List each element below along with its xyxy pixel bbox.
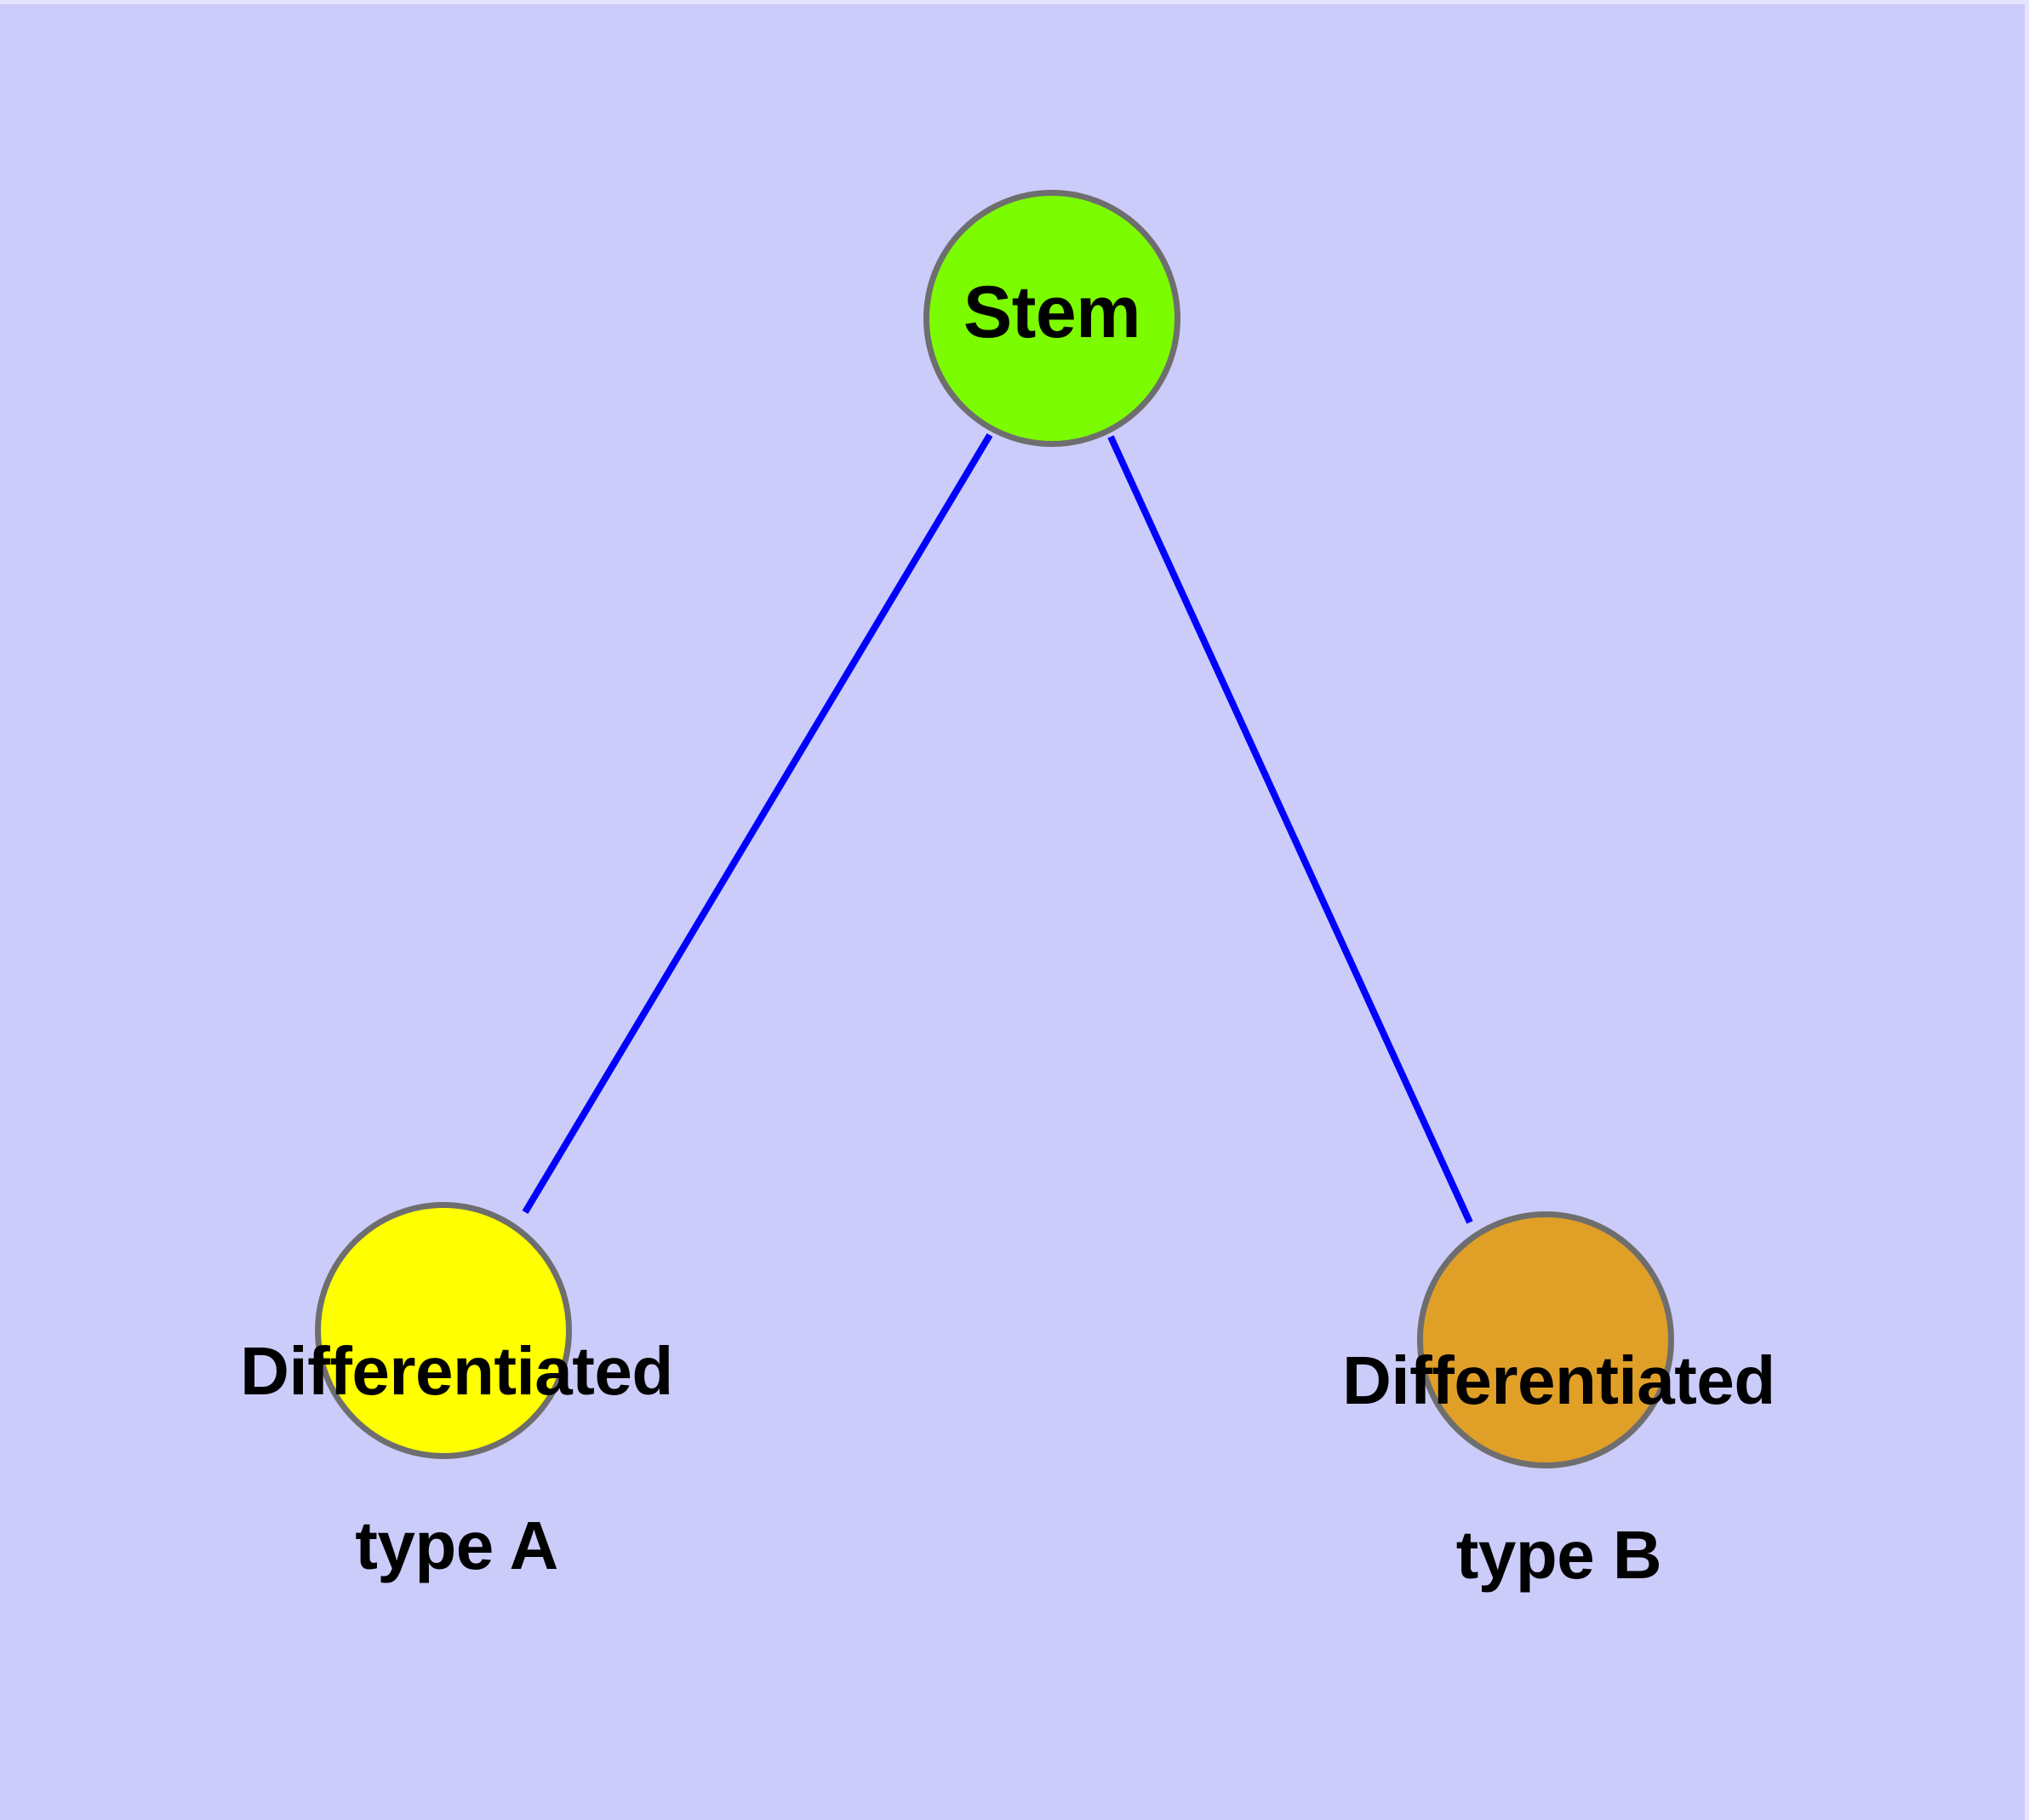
node-differentiated-type-a-label: Differentiated type A — [0, 1241, 930, 1677]
node-differentiated-type-a-label-line1: Differentiated — [240, 1333, 673, 1410]
edge-stem-to-differentiated-a — [522, 432, 993, 1215]
node-differentiated-type-b-label-line2: type B — [1455, 1517, 1662, 1594]
node-stem[interactable] — [923, 190, 1180, 447]
node-differentiated-type-b-label: Differentiated type B — [1011, 1251, 2029, 1686]
node-differentiated-type-b[interactable] — [1417, 1211, 1674, 1468]
node-differentiated-type-a-label-line2: type A — [355, 1508, 558, 1584]
edge-stem-to-differentiated-b — [1107, 435, 1473, 1224]
node-differentiated-type-a[interactable] — [315, 1202, 572, 1459]
node-differentiated-type-b-label-line1: Differentiated — [1342, 1342, 1775, 1419]
node-stem-label: Stem — [963, 272, 1141, 353]
